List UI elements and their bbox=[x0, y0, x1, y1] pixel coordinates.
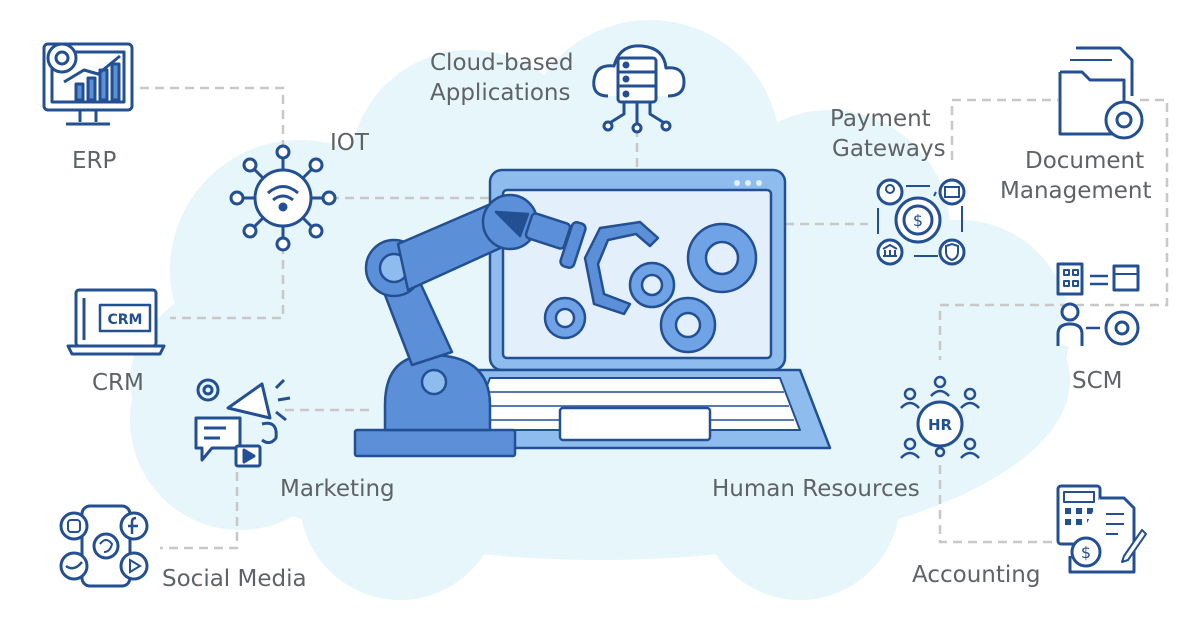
laptop-touchpad bbox=[558, 406, 712, 442]
crm-icon-text: CRM bbox=[108, 312, 143, 328]
cloud-server-icon bbox=[592, 44, 686, 134]
robot-arm-laptop-icon bbox=[353, 168, 832, 458]
label-human-resources: Human Resources bbox=[712, 476, 920, 502]
robot-joint-base bbox=[420, 368, 448, 396]
connector-marketing-social bbox=[160, 472, 239, 550]
label-iot: IOT bbox=[330, 130, 369, 156]
label-erp: ERP bbox=[72, 148, 117, 174]
supply-chain-icon bbox=[1056, 262, 1140, 346]
svg-text:$: $ bbox=[913, 211, 923, 230]
label-cloud-line1: Cloud-based bbox=[430, 50, 574, 76]
megaphone-icon bbox=[194, 378, 291, 468]
wifi-network-icon bbox=[229, 144, 337, 252]
robot-gripper bbox=[583, 220, 660, 316]
crm-laptop-icon: CRM bbox=[66, 288, 166, 356]
label-document-line1: Document bbox=[1025, 148, 1145, 174]
svg-text:$: $ bbox=[1081, 543, 1091, 562]
label-accounting: Accounting bbox=[912, 562, 1041, 588]
label-scm: SCM bbox=[1072, 368, 1123, 394]
label-payment-line1: Payment bbox=[830, 106, 931, 132]
gear-medium bbox=[659, 296, 717, 354]
calculator-invoice-icon: $ bbox=[1056, 484, 1147, 574]
label-cloud-line2: Applications bbox=[430, 80, 571, 106]
folder-gear-icon bbox=[1058, 46, 1144, 140]
connector-document-scm bbox=[938, 98, 1169, 360]
label-document-line2: Management bbox=[1000, 178, 1152, 204]
gear-large bbox=[686, 222, 758, 294]
screen-dots bbox=[734, 180, 762, 186]
label-payment-line2: Gateways bbox=[832, 136, 946, 162]
smartphone-social-icon bbox=[59, 504, 149, 588]
robot-base bbox=[353, 428, 517, 458]
connector-payment-document bbox=[950, 98, 1058, 160]
connector-hr-accounting bbox=[938, 465, 1058, 544]
hr-network-icon: HR bbox=[900, 375, 980, 459]
gear-small-b bbox=[543, 296, 587, 340]
label-crm: CRM bbox=[92, 370, 144, 396]
connector-erp-iot bbox=[140, 86, 285, 150]
monitor-chart-icon bbox=[42, 42, 134, 126]
connector-lines bbox=[140, 86, 1169, 550]
hr-icon-text: HR bbox=[928, 416, 953, 434]
label-social-media: Social Media bbox=[162, 566, 307, 592]
payment-cycle-icon: $ bbox=[876, 178, 966, 266]
gear-small-a bbox=[628, 261, 676, 309]
label-marketing: Marketing bbox=[280, 476, 395, 502]
